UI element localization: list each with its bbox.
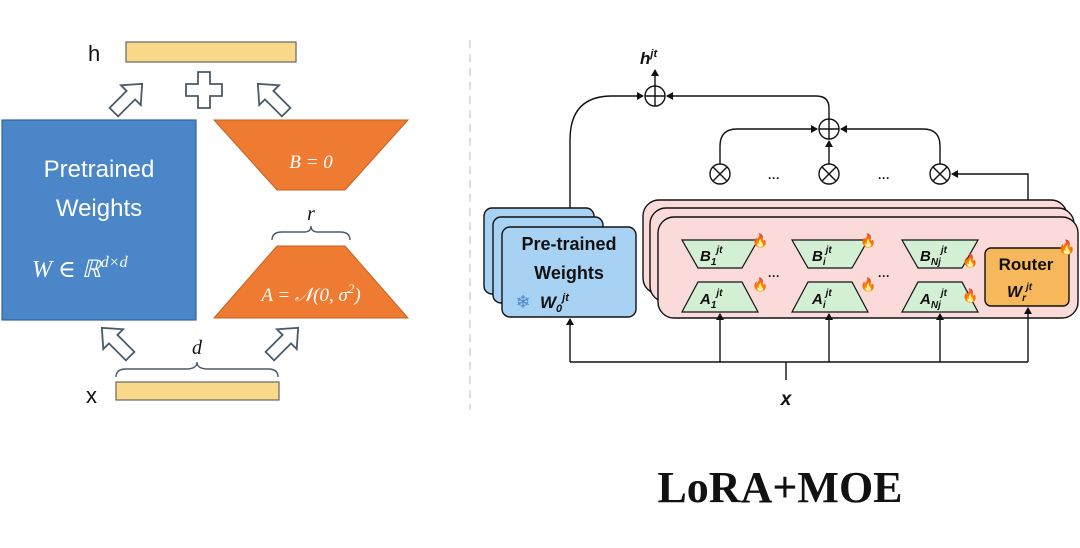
ellipsis-top-2: ··· <box>878 171 890 185</box>
rank-brace <box>271 225 351 241</box>
expert-i: Bijt Aijt 🔥 🔥 <box>790 233 876 313</box>
matrix-b-label: B = 0 <box>289 152 333 173</box>
ellipsis-mid-1: ··· <box>768 269 780 283</box>
sum-top-icon <box>644 85 666 107</box>
rank-r-label: r <box>307 203 315 225</box>
pretrained-to-sum-line <box>569 92 644 208</box>
expert1-to-sum-line <box>719 125 818 164</box>
sum-experts-icon <box>818 118 840 140</box>
matrix-b-trapezoid <box>212 119 410 191</box>
pretrained-title-line2: Weights <box>56 195 142 222</box>
multiply-expert1-icon <box>709 163 731 185</box>
expert-nj-a-trapezoid <box>901 281 979 313</box>
router-label: Router <box>999 255 1054 274</box>
expert-nj-b-trapezoid <box>900 239 980 269</box>
output-h-label: h <box>88 41 100 66</box>
fire-icon: 🔥 <box>860 233 876 248</box>
ellipsis-top-1: ··· <box>768 171 780 185</box>
hollow-arrow-up-right-icon <box>108 82 144 118</box>
expert-i-a-label: Aijt <box>811 288 832 311</box>
expert-i-a-trapezoid <box>791 281 869 313</box>
expert-1-a-label: A1jt <box>699 288 723 311</box>
output-h-bar <box>125 41 297 63</box>
matrix-a-trapezoid <box>212 245 410 319</box>
pretrained-weights-block <box>1 119 197 321</box>
expertn-to-sum-line <box>840 125 941 164</box>
fire-icon: 🔥 <box>860 277 876 292</box>
expert-1: B1jt A1jt 🔥 🔥 <box>680 233 768 313</box>
fire-icon: 🔥 <box>962 288 978 303</box>
expert-1-a-trapezoid <box>681 281 759 313</box>
pretrained-w0-label: W0jt <box>540 292 570 315</box>
multiply-expertn-icon <box>929 163 951 185</box>
input-x-bar <box>115 381 280 401</box>
input-x-label: x <box>86 383 97 408</box>
diagram-caption: LoRA+MOE <box>657 463 903 512</box>
expert-1-b-trapezoid <box>680 239 760 269</box>
expert-nj: BNjjt ANjjt 🔥 🔥 <box>900 239 980 313</box>
expert-i-b-label: Bijt <box>812 245 832 268</box>
dim-d-label: d <box>192 337 203 359</box>
ellipsis-mid-2: ··· <box>878 269 890 283</box>
fire-icon: 🔥 <box>752 277 768 292</box>
expert-nj-b-label: BNjjt <box>920 245 948 268</box>
hollow-arrow-input-right-icon <box>264 326 300 362</box>
fire-icon: 🔥 <box>1058 239 1075 256</box>
dim-brace <box>115 361 279 378</box>
expert-i-b-trapezoid <box>790 239 870 269</box>
lora-diagram: h Pretrained Weights W ∈ ℝd×d B = 0 r A … <box>1 41 410 408</box>
router-w-label: Wrjt <box>1007 282 1033 304</box>
expert-1-b-label: B1jt <box>700 245 723 268</box>
moe-lora-diagram: hjt <box>483 48 1079 410</box>
pretrained-title-line1: Pretrained <box>44 156 155 183</box>
hollow-arrow-input-left-icon <box>100 326 136 362</box>
plus-icon <box>185 71 223 109</box>
fire-icon: 🔥 <box>752 233 768 248</box>
pretrained-weights-card <box>501 226 637 318</box>
pretrained-card-line2: Weights <box>534 263 604 283</box>
multiply-experti-icon <box>818 163 840 185</box>
pretrained-card-line1: Pre-trained <box>521 234 616 254</box>
output-hjt-label: hjt <box>640 48 658 68</box>
matrix-a-label: A = 𝒩(0, σ2) <box>259 281 360 306</box>
snowflake-icon: ❄ <box>515 292 530 312</box>
fire-icon: 🔥 <box>962 253 978 268</box>
hollow-arrow-up-left-icon <box>256 82 292 118</box>
experts-sum-to-top-line <box>666 92 830 119</box>
expert-nj-a-label: ANjjt <box>919 288 948 311</box>
router-box <box>984 247 1070 307</box>
input-x-label-right: x <box>780 389 793 410</box>
pretrained-weights-stack <box>483 207 637 318</box>
pretrained-formula: W ∈ ℝd×d <box>32 254 129 283</box>
